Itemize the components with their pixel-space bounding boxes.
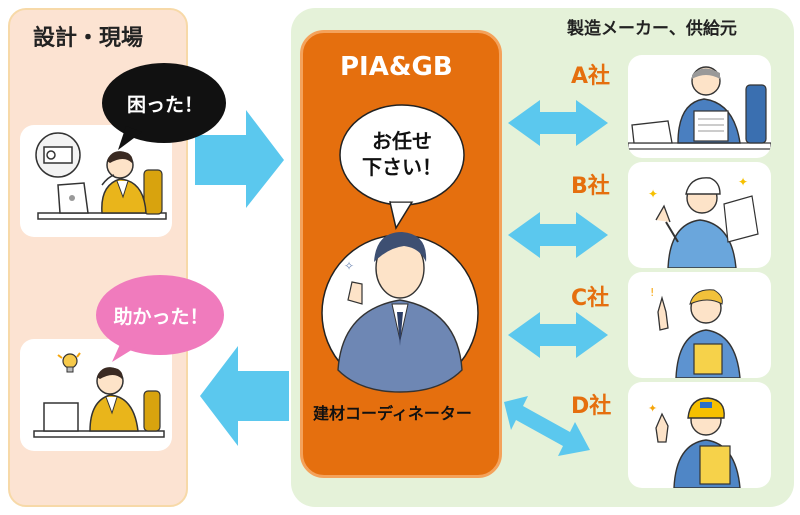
svg-text:✦: ✦ bbox=[648, 187, 658, 201]
company-d-label: D社 bbox=[571, 394, 612, 419]
double-arrow-a-icon bbox=[508, 100, 608, 146]
double-arrow-d-icon bbox=[504, 396, 590, 456]
relief-bubble bbox=[96, 275, 224, 355]
company-b-label: B社 bbox=[571, 174, 610, 199]
company-a-card bbox=[628, 55, 771, 158]
double-arrow-b-icon bbox=[508, 212, 608, 258]
company-c-card: ! bbox=[628, 272, 771, 378]
relieved-worker-card bbox=[20, 339, 172, 451]
svg-text:✦: ✦ bbox=[648, 402, 657, 415]
coordinator-company-title: PIA&GB bbox=[340, 52, 453, 82]
company-b-card: ✦ ✦ bbox=[628, 162, 771, 268]
company-a-label: A社 bbox=[571, 64, 611, 89]
left-arrow-icon bbox=[200, 346, 289, 446]
trouble-bubble bbox=[102, 63, 226, 143]
clipboard-worker-illustration: ✦ bbox=[648, 397, 741, 488]
coordinator-speech-line-2: 下さい！ bbox=[362, 155, 442, 179]
coordinator-speech: お任せ 下さい！ bbox=[345, 128, 459, 180]
company-c-label: C社 bbox=[571, 286, 610, 311]
trouble-text: 困った！ bbox=[126, 94, 203, 116]
relieved-worker-illustration bbox=[33, 352, 165, 438]
relief-text: 助かった！ bbox=[113, 306, 209, 328]
svg-text:✦: ✦ bbox=[738, 175, 748, 189]
coordinator-role-label: 建材コーディネーター bbox=[313, 404, 472, 423]
double-arrow-c-icon bbox=[508, 312, 608, 358]
manufacturers-title: 製造メーカー、供給元 bbox=[567, 19, 737, 39]
helmet-woman-illustration: ✦ ✦ bbox=[648, 175, 759, 268]
design-site-title: 設計・現場 bbox=[33, 26, 144, 51]
right-arrow-icon bbox=[195, 110, 284, 208]
coordinator-speech-line-1: お任せ bbox=[372, 129, 432, 153]
pointing-man-illustration: ! bbox=[650, 286, 741, 378]
svg-text:!: ! bbox=[650, 286, 654, 299]
company-d-card: ✦ bbox=[628, 382, 771, 488]
svg-text:✧: ✧ bbox=[344, 259, 354, 273]
manager-reading-illustration bbox=[628, 66, 771, 150]
worried-worker-illustration bbox=[35, 132, 167, 220]
worried-worker-card bbox=[20, 125, 172, 237]
